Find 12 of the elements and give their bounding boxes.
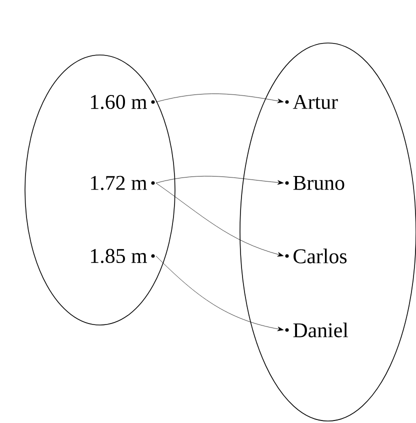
arrow bbox=[156, 256, 284, 332]
element-label: Artur bbox=[285, 95, 338, 109]
arrow bbox=[156, 182, 284, 257]
set-ellipse bbox=[24, 54, 176, 326]
arrow bbox=[156, 176, 284, 185]
element-label: 1.60 m bbox=[91, 94, 155, 110]
arrow bbox=[156, 94, 284, 104]
element-label: Bruno bbox=[285, 176, 344, 190]
element-label: 1.85 m bbox=[91, 248, 155, 264]
element-label: 1.72 m bbox=[91, 176, 155, 190]
element-label: Daniel bbox=[285, 322, 348, 338]
element-label: Carlos bbox=[285, 248, 347, 264]
